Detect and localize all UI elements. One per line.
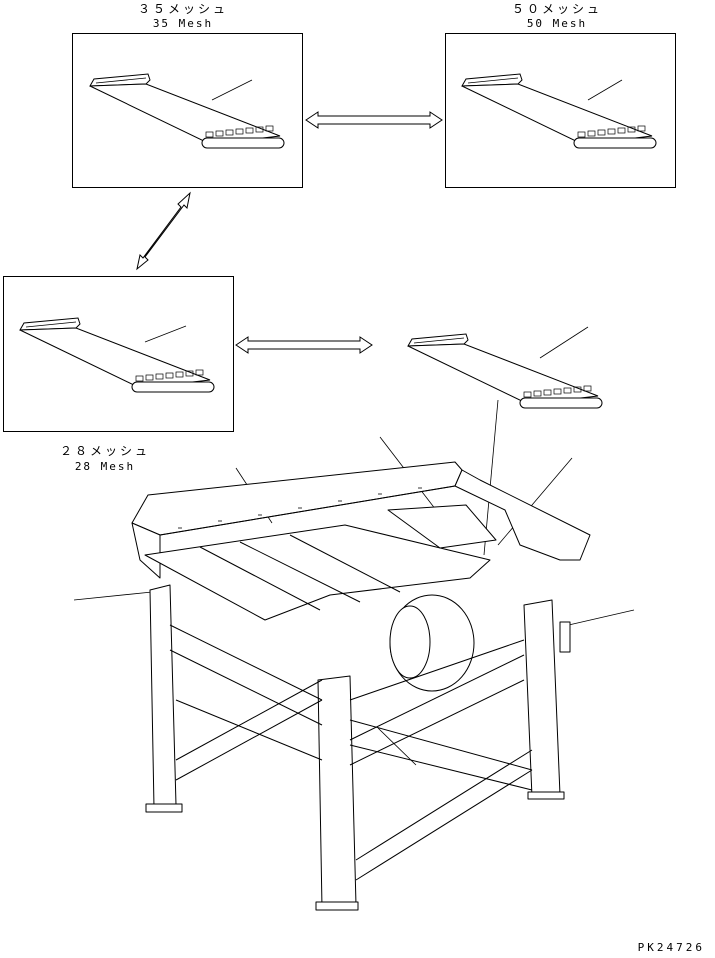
vibrating-screen-machine [131,461,591,911]
mesh50-label-jp: ５０メッシュ [511,2,602,16]
mesh50-label-en: 50 Mesh [526,17,588,30]
exchange-arrows [136,111,443,354]
mesh35-label-jp: ３５メッシュ [137,2,228,16]
mesh50-screen [461,73,657,149]
mesh35-label-en: 35 Mesh [152,17,214,30]
mesh28-screen [19,317,215,393]
mesh28-label-en: 28 Mesh [74,460,136,473]
loose-screen [407,333,603,409]
mesh35-screen [89,73,285,149]
mesh28-label-jp: ２８メッシュ [59,444,150,458]
drawing-code: PK24726 [637,941,705,954]
